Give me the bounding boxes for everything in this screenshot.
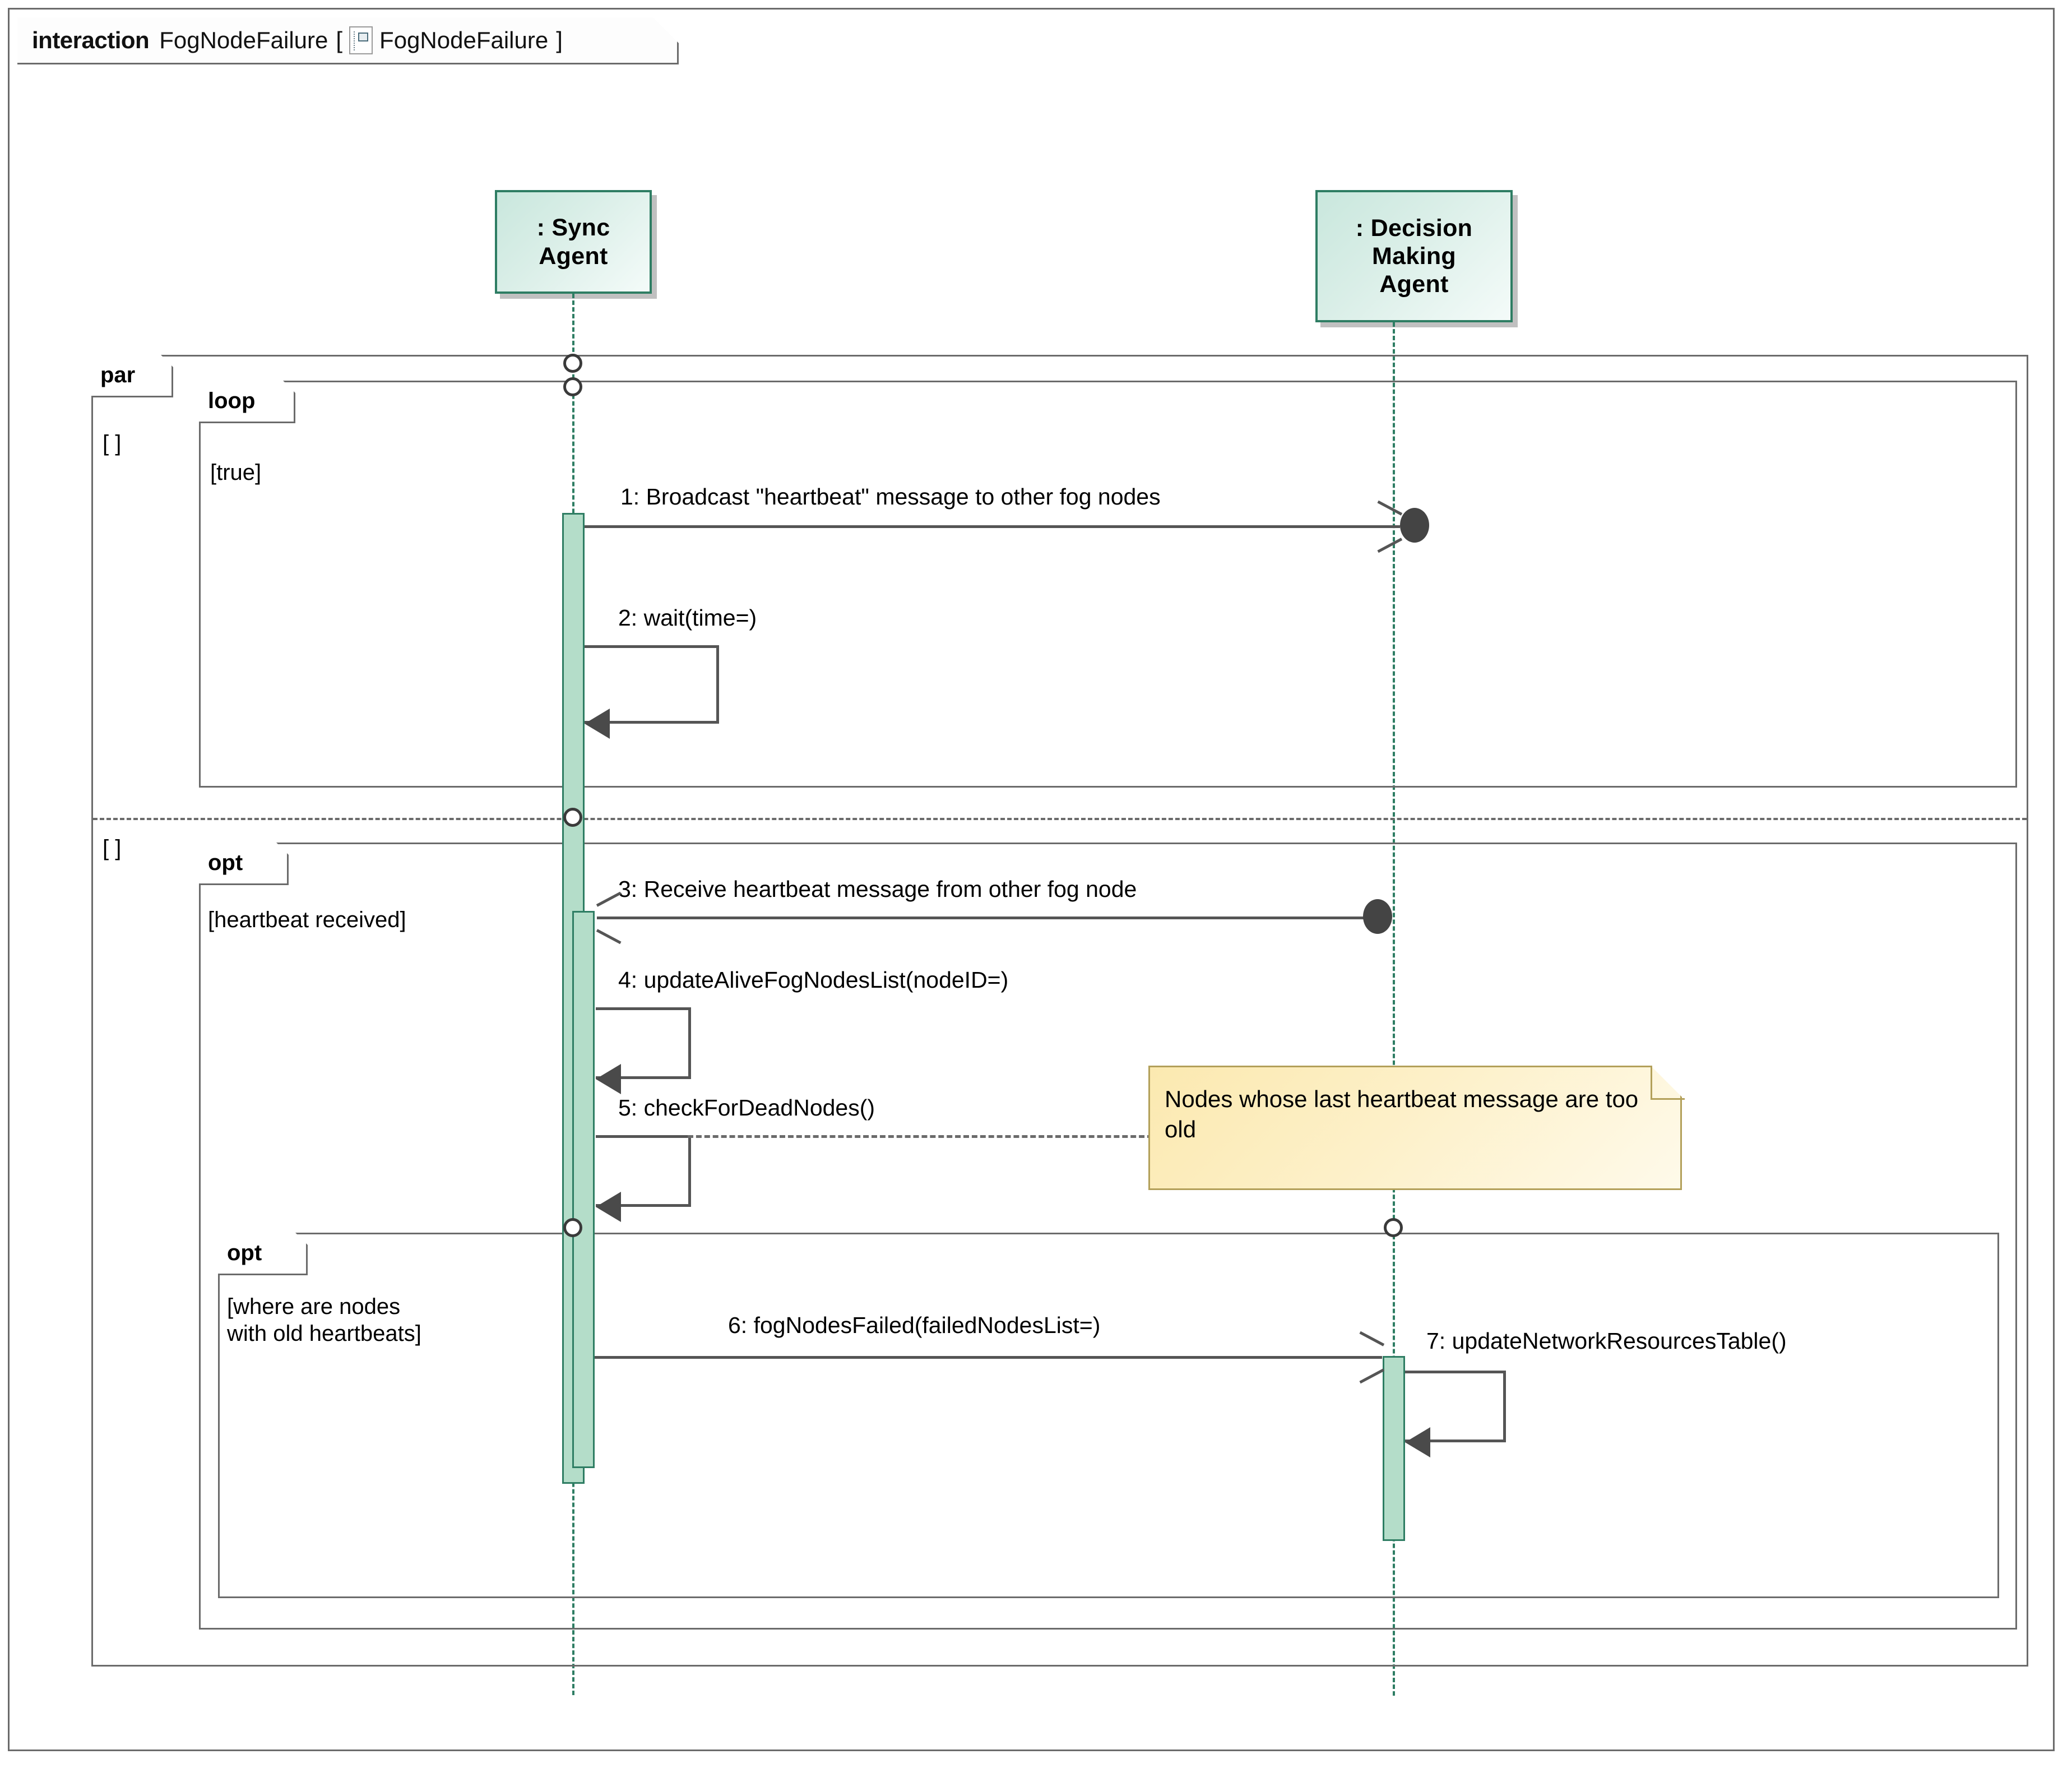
message-3-found-endpoint <box>1363 899 1392 934</box>
gate-circle-sync-opt <box>563 1218 582 1237</box>
frame-diagram-name: FogNodeFailure <box>379 26 549 53</box>
fragment-opt-heartbeat <box>199 843 2017 1630</box>
fragment-opt-old-heartbeats-operator: opt <box>227 1241 262 1265</box>
activation-decision-making-agent <box>1383 1356 1405 1541</box>
fragment-opt-old-heartbeats-tab: opt <box>218 1233 308 1275</box>
lifeline-head-sync-agent[interactable]: : Sync Agent <box>495 190 652 294</box>
fragment-par-guard-2: [ ] <box>103 836 122 860</box>
fragment-opt-heartbeat-guard: [heartbeat received] <box>208 908 406 932</box>
fragment-loop <box>199 381 2017 788</box>
message-1-arrowhead <box>1375 510 1401 540</box>
message-6-label: 6: fogNodesFailed(failedNodesList=) <box>728 1312 1101 1338</box>
message-2-label: 2: wait(time=) <box>618 605 757 631</box>
fragment-par-tab: par <box>91 355 173 397</box>
note-dead-nodes: Nodes whose last heartbeat message are t… <box>1148 1066 1682 1190</box>
note-fold-corner <box>1651 1066 1685 1100</box>
fragment-opt-heartbeat-tab: opt <box>199 843 289 885</box>
message-7-self-loop <box>1405 1371 1506 1442</box>
sequence-diagram-icon <box>349 26 373 54</box>
lifeline-decision-making-agent <box>1393 322 1395 1696</box>
frame-header: interaction FogNodeFailure [ FogNodeFail… <box>17 17 679 64</box>
message-1-line <box>585 525 1400 528</box>
frame-bracket-close: ] <box>556 26 563 53</box>
message-5-self-loop <box>596 1135 691 1207</box>
activation-sync-agent-inner <box>572 911 595 1468</box>
frame-keyword: interaction <box>32 26 150 53</box>
message-6-arrowhead <box>1357 1341 1383 1371</box>
gate-circle-decision-opt <box>1384 1218 1403 1237</box>
message-2-self-loop <box>585 645 719 724</box>
gate-circle-par-divider <box>563 808 582 827</box>
fragment-loop-tab: loop <box>199 381 295 423</box>
frame-name: FogNodeFailure <box>159 26 328 53</box>
message-1-lost-endpoint <box>1400 508 1429 543</box>
interaction-frame: interaction FogNodeFailure [ FogNodeFail… <box>8 8 2055 1751</box>
gate-circle-loop-top <box>563 377 582 396</box>
lifeline-head-decision-making-agent[interactable]: : Decision Making Agent <box>1315 190 1513 322</box>
lifeline-label-sync-agent: : Sync Agent <box>536 214 610 270</box>
message-7-arrowhead <box>1405 1427 1430 1457</box>
message-4-label: 4: updateAliveFogNodesList(nodeID=) <box>618 967 1009 993</box>
fragment-par <box>91 355 2028 1667</box>
message-4-arrowhead <box>596 1064 621 1094</box>
note-anchor-line <box>688 1135 1153 1138</box>
message-1-label: 1: Broadcast "heartbeat" message to othe… <box>620 484 1161 510</box>
note-text: Nodes whose last heartbeat message are t… <box>1165 1086 1639 1142</box>
fragment-par-operator: par <box>100 363 136 387</box>
message-3-line <box>597 917 1377 919</box>
message-3-arrowhead <box>597 901 623 932</box>
fragment-loop-operator: loop <box>208 388 256 413</box>
message-5-label: 5: checkForDeadNodes() <box>618 1095 875 1121</box>
message-2-arrowhead <box>585 709 610 739</box>
frame-bracket-open: [ <box>336 26 343 53</box>
fragment-opt-old-heartbeats <box>218 1233 1999 1598</box>
fragment-opt-heartbeat-operator: opt <box>208 850 243 875</box>
fragment-par-guard-1: [ ] <box>103 431 122 456</box>
message-3-label: 3: Receive heartbeat message from other … <box>618 876 1137 902</box>
message-5-arrowhead <box>596 1192 621 1222</box>
message-4-self-loop <box>596 1007 691 1079</box>
message-6-line <box>595 1356 1382 1359</box>
fragment-loop-guard: [true] <box>210 460 262 485</box>
gate-circle-par-top <box>563 354 582 373</box>
lifeline-label-decision-making-agent: : Decision Making Agent <box>1355 214 1473 298</box>
par-operand-divider <box>93 818 2027 820</box>
message-7-label: 7: updateNetworkResourcesTable() <box>1426 1328 1787 1354</box>
fragment-opt-old-heartbeats-guard: [where are nodes with old heartbeats] <box>227 1294 421 1346</box>
